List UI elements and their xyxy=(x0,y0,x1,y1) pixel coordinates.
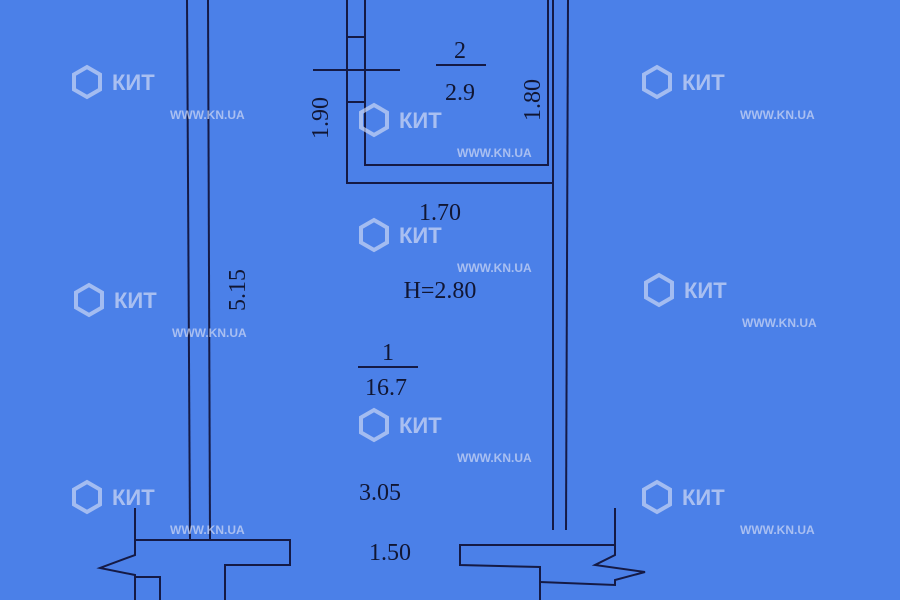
hexagon-k-logo-icon xyxy=(359,407,389,443)
room-1-area: 16.7 xyxy=(365,375,407,401)
watermark-logo-text: КИТ xyxy=(399,223,442,248)
watermarks: КИТ WWW.KN.UA КИТ WWW.KN.UA КИТ WWW.KN.UA КИТ W… xyxy=(72,64,817,537)
watermark-logo-text: КИТ xyxy=(114,288,157,313)
watermark: КИТ WWW.KN.UA xyxy=(642,64,815,122)
watermark-url: WWW.KN.UA xyxy=(457,451,532,465)
watermark: КИТ WWW.KN.UA xyxy=(359,407,532,465)
dim-opening-width: 1.50 xyxy=(369,540,411,566)
hexagon-k-logo-icon xyxy=(74,282,104,318)
hexagon-k-logo-icon xyxy=(359,102,389,138)
room-1-label: 1 16.7 xyxy=(358,340,418,401)
watermark-logo-text: КИТ xyxy=(682,70,725,95)
watermark-url: WWW.KN.UA xyxy=(740,523,815,537)
watermark-url: WWW.KN.UA xyxy=(172,326,247,340)
watermark-logo-text: КИТ xyxy=(682,485,725,510)
watermark: КИТ WWW.KN.UA xyxy=(359,102,532,160)
walls xyxy=(96,0,646,600)
dim-partition-height: 1.90 xyxy=(308,97,334,139)
watermark: КИТ WWW.KN.UA xyxy=(644,272,817,330)
room-2-area: 2.9 xyxy=(445,80,475,106)
hexagon-k-logo-icon xyxy=(644,272,674,308)
watermark-url: WWW.KN.UA xyxy=(170,523,245,537)
watermark-url: WWW.KN.UA xyxy=(742,316,817,330)
dim-room1-length: 5.15 xyxy=(225,269,251,311)
watermark-logo-text: КИТ xyxy=(112,70,155,95)
watermark-url: WWW.KN.UA xyxy=(170,108,245,122)
watermark: КИТ WWW.KN.UA xyxy=(359,217,532,275)
watermark-logo-text: КИТ xyxy=(399,413,442,438)
watermark-url: WWW.KN.UA xyxy=(740,108,815,122)
watermark: КИТ WWW.KN.UA xyxy=(72,64,245,122)
watermark-logo-text: КИТ xyxy=(684,278,727,303)
hexagon-k-logo-icon xyxy=(72,64,102,100)
hexagon-k-logo-icon xyxy=(642,479,672,515)
ceiling-height: Н=2.80 xyxy=(404,278,477,304)
dim-room2-height: 1.80 xyxy=(520,79,546,121)
dim-room1-width: 3.05 xyxy=(359,480,401,506)
watermark-logo-text: КИТ xyxy=(399,108,442,133)
watermark-logo-text: КИТ xyxy=(112,485,155,510)
watermark: КИТ WWW.KN.UA xyxy=(74,282,247,340)
watermark: КИТ WWW.KN.UA xyxy=(72,479,245,537)
room-2-label: 2 2.9 xyxy=(436,38,486,106)
room-2-number: 2 xyxy=(454,38,466,64)
watermark-url: WWW.KN.UA xyxy=(457,146,532,160)
hexagon-k-logo-icon xyxy=(642,64,672,100)
watermark: КИТ WWW.KN.UA xyxy=(642,479,815,537)
watermark-url: WWW.KN.UA xyxy=(457,261,532,275)
room-1-number: 1 xyxy=(382,340,394,366)
hexagon-k-logo-icon xyxy=(359,217,389,253)
dim-corridor-width: 1.70 xyxy=(419,200,461,226)
hexagon-k-logo-icon xyxy=(72,479,102,515)
